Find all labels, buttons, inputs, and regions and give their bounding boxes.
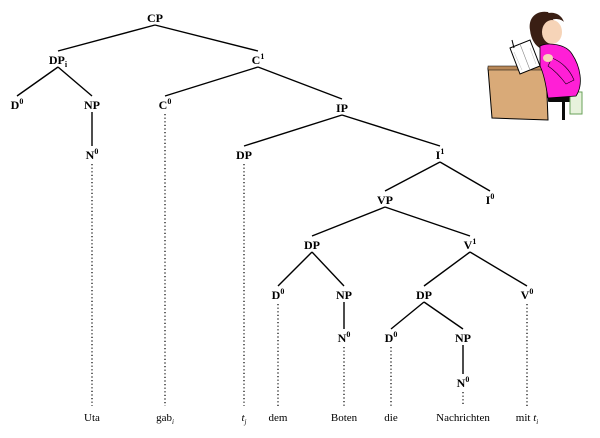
leaf-words: Uta gabi tj dem Boten die Nachrichten mit ti [84,412,538,426]
leaf-gab: gabi [156,412,174,426]
tree-edge-cp-c1 [155,25,258,51]
tree-edge-dpi-np1 [58,67,92,96]
node-np2: NP [336,288,352,302]
node-dpi: DPi [49,53,68,69]
node-v1: V1 [464,237,477,252]
node-i0: I0 [486,192,495,207]
leaf-tj: tj [241,412,246,426]
tree-edge-dp2-np2 [312,252,344,286]
tree-edge-i1-vp [385,162,440,191]
leaf-nachrichten: Nachrichten [436,412,490,424]
leaf-uta: Uta [84,412,100,424]
tree-edge-i1-i0 [440,162,490,191]
leaf-dem: dem [269,412,288,424]
girl-reading-icon [488,12,582,120]
tree-edge-dp3-d0c [391,302,424,329]
node-v0: V0 [521,287,534,302]
node-ip: IP [336,101,348,115]
node-n0b: N0 [338,330,351,345]
node-dp3: DP [416,288,432,302]
node-c1: C1 [252,52,265,67]
node-vp: VP [377,193,393,207]
node-n0a: N0 [86,147,99,162]
node-d0b: D0 [272,287,285,302]
tree-edge-vp-v1 [385,207,470,236]
tree-edge-dp2-d0b [278,252,312,286]
node-i1: I1 [436,147,445,162]
node-c0: C0 [159,97,172,112]
tree-edge-cp-dpi [58,25,155,51]
leaf-mit: mit ti [516,412,538,426]
tree-edge-dp3-np3 [424,302,463,329]
tree-edge-c1-ip [258,67,342,99]
tree-edge-c1-c0 [165,67,258,96]
leaf-boten: Boten [331,412,358,424]
node-d0a: D0 [11,97,24,112]
tree-edge-dpi-d0a [17,67,58,96]
node-np3: NP [455,331,471,345]
node-dp2: DP [304,238,320,252]
leaf-connectors [92,114,527,406]
tree-edges [17,25,527,374]
tree-edge-vp-dp2 [312,207,385,236]
node-np1: NP [84,98,100,112]
tree-edge-ip-dpspec [244,115,342,146]
tree-edge-v1-v0 [470,252,527,286]
node-dpspec: DP [236,148,252,162]
node-n0c: N0 [457,375,470,390]
node-d0c: D0 [385,330,398,345]
tree-edge-v1-dp3 [424,252,470,286]
node-cp: CP [147,11,163,25]
tree-edge-ip-i1 [342,115,440,146]
leaf-die: die [384,412,398,424]
